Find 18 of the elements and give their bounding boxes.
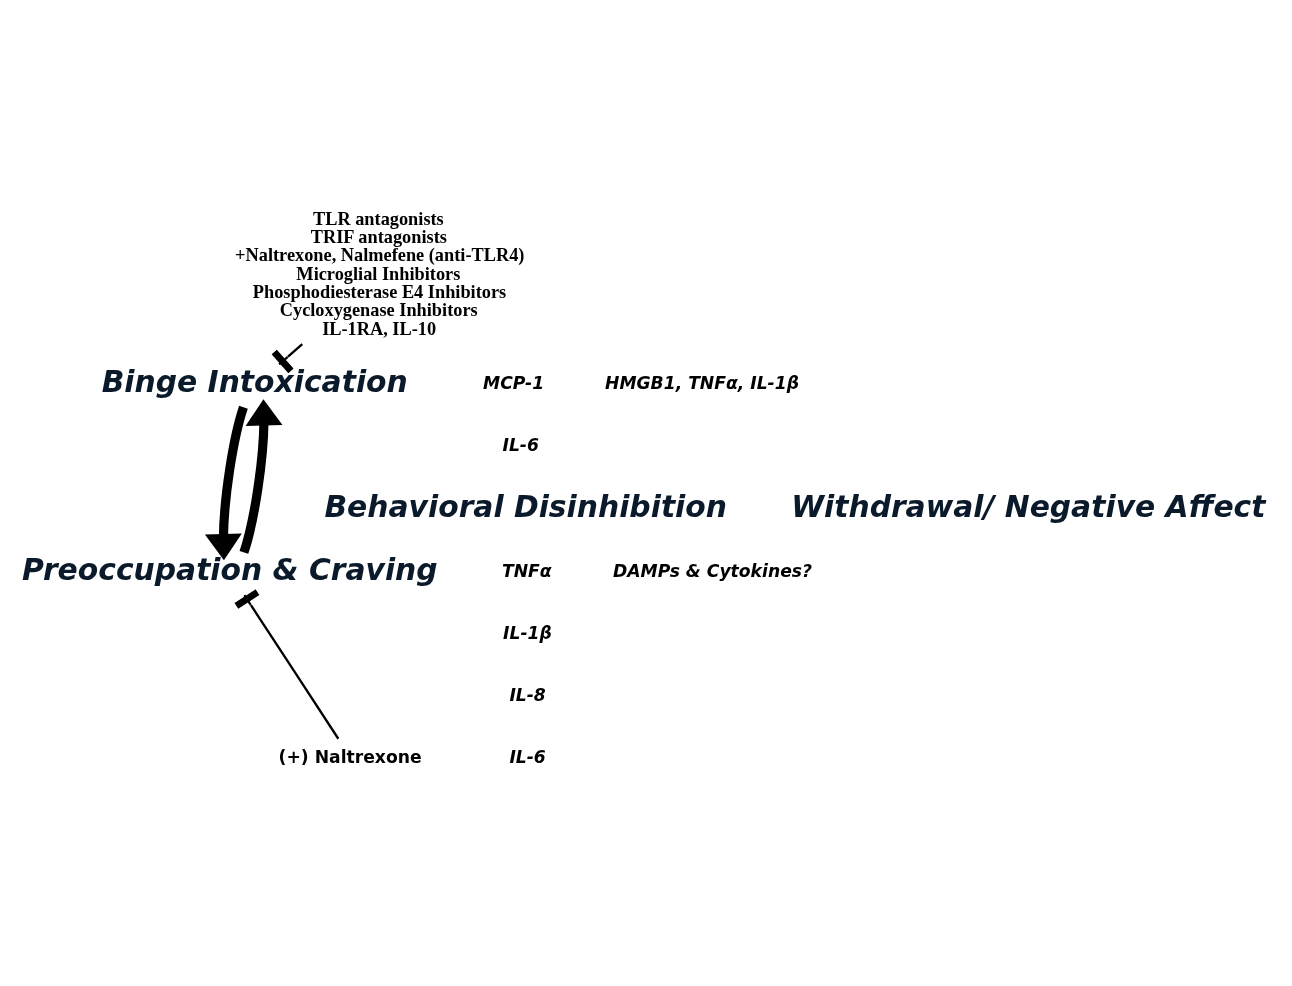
node-text: Binge Intoxication xyxy=(101,363,408,399)
label: IL-6 xyxy=(502,434,539,455)
label: IL-8 xyxy=(509,684,546,705)
node-text: Preoccupation & Craving xyxy=(22,551,438,587)
label: HMGB1, TNFα, IL-1β xyxy=(605,372,799,393)
node-text: (+) Naltrexone xyxy=(278,746,422,767)
label: TNFα xyxy=(501,560,552,581)
label: IL-1β xyxy=(503,622,552,643)
label: IL-6 xyxy=(509,746,546,767)
connector xyxy=(234,588,340,739)
connector xyxy=(271,342,304,373)
label: Behavioral Disinhibition xyxy=(324,488,727,524)
node-text: TLR antagonists TRIF antagonists +Naltrexone, Nalmefene (anti-TLR4) Microglial Inhibitors Phosphodiesterase E4 Inhibitors Cycloxygenase Inhibitors IL-1RA, IL-10 xyxy=(235,208,525,339)
label: DAMPs & Cytokines? xyxy=(613,560,812,581)
arrow xyxy=(204,405,248,560)
label: Withdrawal/ Negative Affect xyxy=(791,488,1266,524)
arrow xyxy=(239,398,283,554)
label: MCP-1 xyxy=(483,372,545,393)
